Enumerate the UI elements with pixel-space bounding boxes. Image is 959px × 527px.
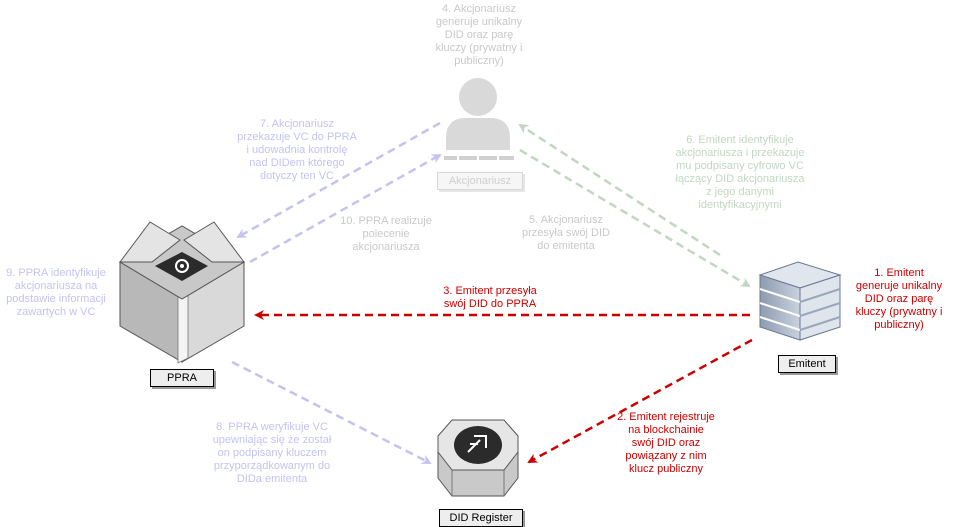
step-8-label: 8. PPRA weryfikuje VC upewniając się że … bbox=[212, 421, 332, 485]
step-6-label: 6. Emitent identyfikuje akcjonariusza i … bbox=[675, 134, 805, 211]
ppra-label: PPRA bbox=[150, 369, 214, 387]
step-3-label: 3. Emitent przesyła swój DID do PPRA bbox=[443, 285, 537, 310]
server-box-icon bbox=[119, 221, 245, 364]
arrow-issuer-to-registry bbox=[527, 338, 753, 464]
actor-label: Akcjonariusz bbox=[437, 172, 523, 190]
step-7-label: 7. Akcjonariusz przekazuje VC do PPRA i … bbox=[237, 118, 357, 182]
step-10-label: 10. PPRA realizuje polecenie akcjonarius… bbox=[340, 215, 432, 253]
arrow-ppra-to-actor bbox=[249, 153, 442, 264]
step-9-label: 9. PPRA identyfikuje akcjonariusza na po… bbox=[6, 267, 106, 318]
arrow-issuer-to-actor bbox=[518, 123, 721, 257]
person-icon bbox=[444, 78, 514, 160]
blockchain-registry-icon bbox=[437, 419, 519, 497]
office-building-icon bbox=[758, 261, 842, 341]
step-4-label: 4. Akcjonariusz generuje unikalny DID or… bbox=[435, 3, 523, 67]
issuer-label: Emitent bbox=[778, 355, 836, 373]
arrow-ppra-to-registry bbox=[231, 360, 432, 465]
step-2-label: 2. Emitent rejestruje na blockchainie sw… bbox=[617, 411, 715, 475]
step-5-label: 5. Akcjonariusz przesyła swój DID do emi… bbox=[521, 214, 611, 252]
arrow-actor-to-issuer bbox=[519, 148, 751, 288]
step-1-label: 1. Emitent generuje unikalny DID oraz pa… bbox=[855, 267, 943, 331]
registry-label: DID Register bbox=[439, 509, 523, 527]
